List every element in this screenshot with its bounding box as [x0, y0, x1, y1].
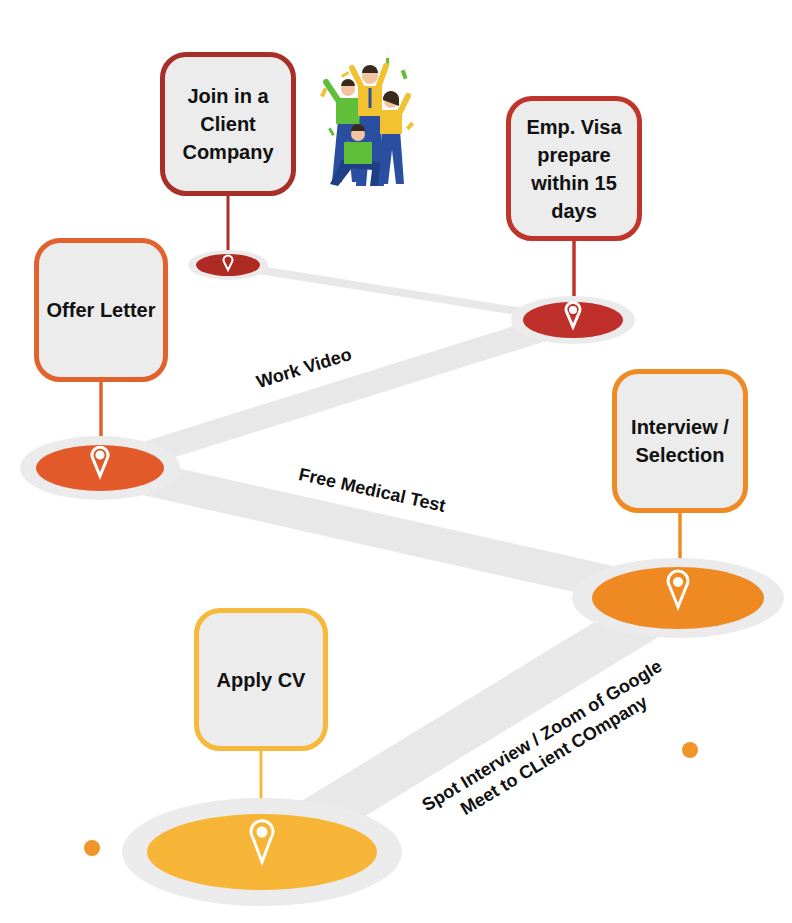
text-stack: Emp. Visa prepare within 15 days	[517, 113, 631, 225]
road-connector	[100, 382, 680, 598]
process-box: Apply CV	[194, 608, 328, 751]
decor-dots	[84, 742, 698, 856]
box-label: Apply CV	[217, 666, 306, 694]
text-stack: Join in a Client Company	[171, 82, 285, 166]
process-box: Interview / Selection	[612, 369, 748, 513]
box-label: Interview / Selection	[623, 413, 737, 469]
road-segment	[100, 320, 573, 468]
text-stack: Apply CV	[217, 666, 306, 694]
text-stack: Offer Letter	[47, 296, 156, 324]
process-box: Offer Letter	[34, 238, 168, 382]
process-box: Join in a Client Company	[160, 52, 296, 196]
pin-icons	[92, 255, 688, 862]
people-illustration	[320, 58, 414, 186]
box-label: Join in a Client Company	[171, 82, 285, 166]
box-label: Offer Letter	[47, 296, 156, 324]
process-box: Emp. Visa prepare within 15 days	[506, 96, 642, 241]
road-connector	[100, 241, 574, 468]
box-label: Emp. Visa prepare within 15 days	[517, 113, 631, 225]
text-stack: Interview / Selection	[623, 413, 737, 469]
